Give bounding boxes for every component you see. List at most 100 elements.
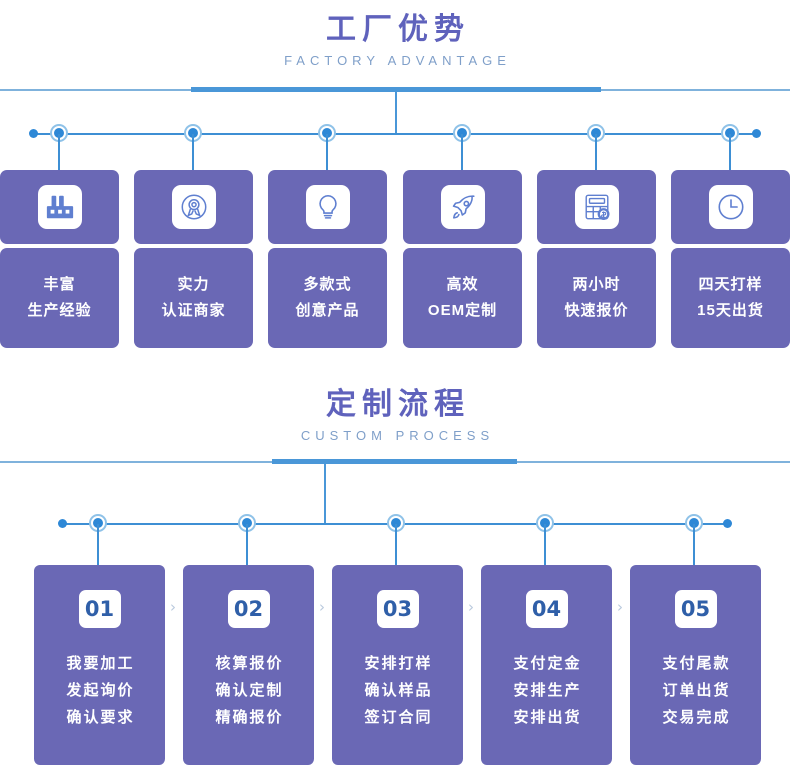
factory-advantage-heading: 工厂优势 FACTORY ADVANTAGE <box>0 10 790 72</box>
section2-node-endcap-right <box>723 519 732 528</box>
process-card-3-number-badge: 03 <box>376 590 419 628</box>
process-card-5-line3: 交易完成 <box>662 709 731 726</box>
process-card-1-text: 我要加工 发起询价 确认要求 <box>64 650 134 731</box>
advantage-card-4-text-panel: 高效 OEM定制 <box>403 248 522 348</box>
process-card-1-number-badge: 01 <box>78 590 121 628</box>
process-chevron-1: › <box>170 598 176 616</box>
advantage-card-4-icon-panel <box>403 170 522 244</box>
process-chevron-3: › <box>468 598 474 616</box>
process-card-3[interactable]: 03 安排打样 确认样品 签订合同 <box>332 565 463 765</box>
section1-node-bar <box>33 133 757 135</box>
advantage-card-5-text-panel: 两小时 快速报价 <box>537 248 656 348</box>
advantage-card-6-line2: 15天出货 <box>697 302 764 319</box>
advantage-card-4-line2: OEM定制 <box>427 302 498 319</box>
advantage-card-2-line1: 实力 <box>177 276 210 293</box>
process-card-3-line1: 安排打样 <box>364 655 433 672</box>
section1-center-drop <box>395 90 397 134</box>
advantage-card-3-line1: 多款式 <box>303 276 352 293</box>
section1-drop-2 <box>192 134 194 170</box>
advantage-card-2-icon-panel <box>134 170 253 244</box>
advantage-card-1-icon-panel <box>0 170 119 244</box>
section2-node-endcap-left <box>58 519 67 528</box>
section2-drop-4 <box>544 524 546 565</box>
process-card-5-number: 05 <box>680 597 711 621</box>
calculator-icon <box>574 185 619 229</box>
process-card-1-line1: 我要加工 <box>66 655 135 672</box>
process-card-1-line3: 确认要求 <box>66 709 135 726</box>
process-card-5-number-badge: 05 <box>674 590 717 628</box>
process-card-5-line1: 支付尾款 <box>662 655 731 672</box>
process-card-5-line2: 订单出货 <box>662 682 731 699</box>
process-card-2-line3: 精确报价 <box>215 709 284 726</box>
process-card-5[interactable]: 05 支付尾款 订单出货 交易完成 <box>630 565 761 765</box>
process-card-3-number: 03 <box>382 597 413 621</box>
advantage-card-2[interactable]: 实力 认证商家 <box>134 170 253 348</box>
advantage-card-1-line2: 生产经验 <box>27 302 92 319</box>
advantage-card-6-line1: 四天打样 <box>698 276 763 293</box>
section1-divider-thick <box>191 87 601 92</box>
advantage-card-3-icon-panel <box>268 170 387 244</box>
section1-node-endcap-right <box>752 129 761 138</box>
section1-drop-6 <box>729 134 731 170</box>
section1-drop-1 <box>58 134 60 170</box>
rocket-icon <box>440 185 485 229</box>
advantage-card-2-text-panel: 实力 认证商家 <box>134 248 253 348</box>
section-title-custom-process: 定制流程 <box>326 388 470 421</box>
process-chevron-2: › <box>319 598 325 616</box>
award-badge-icon <box>171 185 216 229</box>
process-card-2-line2: 确认定制 <box>215 682 284 699</box>
section2-center-drop <box>324 462 326 524</box>
section2-divider-thick <box>272 459 517 464</box>
process-card-2[interactable]: 02 核算报价 确认定制 精确报价 <box>183 565 314 765</box>
section1-node-endcap-left <box>29 129 38 138</box>
process-card-4-line2: 安排生产 <box>513 682 582 699</box>
process-card-4-number: 04 <box>531 597 562 621</box>
advantage-card-4-line1: 高效 <box>446 276 479 293</box>
advantage-card-1-text-panel: 丰富 生产经验 <box>0 248 119 348</box>
section1-drop-5 <box>595 134 597 170</box>
process-card-3-line3: 签订合同 <box>364 709 433 726</box>
process-card-4-text: 支付定金 安排生产 安排出货 <box>511 650 581 731</box>
section-subtitle-custom-process: CUSTOM PROCESS <box>300 428 495 443</box>
section-title-factory-advantage: 工厂优势 <box>326 13 470 46</box>
process-card-3-text: 安排打样 确认样品 签订合同 <box>362 650 432 731</box>
advantage-card-3[interactable]: 多款式 创意产品 <box>268 170 387 348</box>
advantage-card-5[interactable]: 两小时 快速报价 <box>537 170 656 348</box>
section-subtitle-factory-advantage: FACTORY ADVANTAGE <box>284 53 511 68</box>
process-chevron-4: › <box>617 598 623 616</box>
factory-icon <box>37 185 82 229</box>
advantage-card-5-line1: 两小时 <box>572 276 621 293</box>
process-card-3-line2: 确认样品 <box>364 682 433 699</box>
process-card-4-number-badge: 04 <box>525 590 568 628</box>
process-card-2-number: 02 <box>233 597 264 621</box>
process-card-4[interactable]: 04 支付定金 安排生产 安排出货 <box>481 565 612 765</box>
section2-drop-1 <box>97 524 99 565</box>
advantage-card-6[interactable]: 四天打样 15天出货 <box>671 170 790 348</box>
advantage-card-6-icon-panel <box>671 170 790 244</box>
lightbulb-icon <box>305 185 350 229</box>
process-card-4-line1: 支付定金 <box>513 655 582 672</box>
process-card-2-number-badge: 02 <box>227 590 270 628</box>
section2-drop-3 <box>395 524 397 565</box>
section1-drop-4 <box>461 134 463 170</box>
process-card-2-text: 核算报价 确认定制 精确报价 <box>213 650 283 731</box>
process-card-1-number: 01 <box>84 597 115 621</box>
section2-drop-5 <box>693 524 695 565</box>
advantage-card-6-text-panel: 四天打样 15天出货 <box>671 248 790 348</box>
advantage-card-5-line2: 快速报价 <box>564 302 629 319</box>
advantage-card-1[interactable]: 丰富 生产经验 <box>0 170 119 348</box>
process-card-4-line3: 安排出货 <box>513 709 582 726</box>
advantage-card-2-line2: 认证商家 <box>161 302 226 319</box>
advantage-card-5-icon-panel <box>537 170 656 244</box>
custom-process-heading: 定制流程 CUSTOM PROCESS <box>0 385 790 447</box>
process-card-2-line1: 核算报价 <box>215 655 284 672</box>
section2-drop-2 <box>246 524 248 565</box>
process-card-5-text: 支付尾款 订单出货 交易完成 <box>660 650 730 731</box>
process-card-1[interactable]: 01 我要加工 发起询价 确认要求 <box>34 565 165 765</box>
advantage-card-3-line2: 创意产品 <box>295 302 360 319</box>
clock-icon <box>708 185 753 229</box>
advantage-card-3-text-panel: 多款式 创意产品 <box>268 248 387 348</box>
advantage-card-4[interactable]: 高效 OEM定制 <box>403 170 522 348</box>
advantage-card-1-line1: 丰富 <box>43 276 76 293</box>
